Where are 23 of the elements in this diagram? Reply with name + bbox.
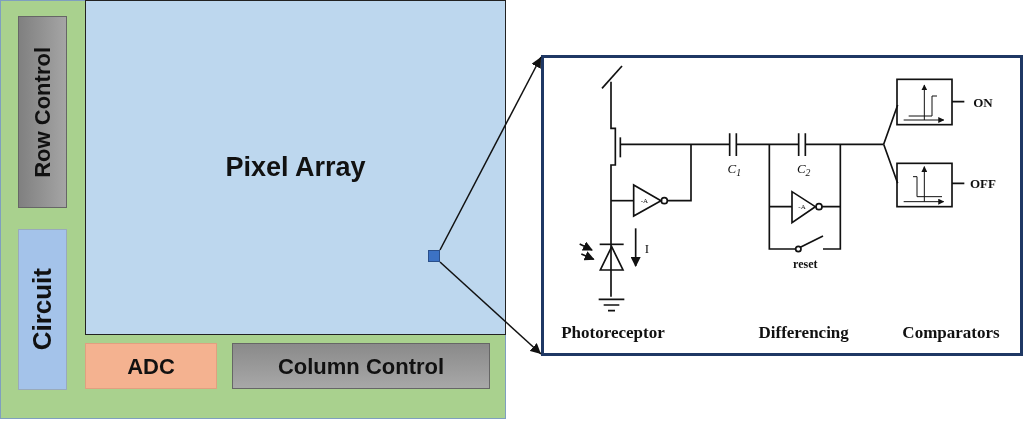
block-label: Row Control xyxy=(29,46,56,178)
circuit-block xyxy=(18,229,67,390)
block-label: ADC xyxy=(127,352,175,381)
circuit-label: C$_{1}$ xyxy=(727,161,742,175)
circuit-label: Photoreceptor xyxy=(561,323,665,341)
adc-block xyxy=(85,343,217,389)
arrow xyxy=(439,261,542,355)
pixel-square xyxy=(428,250,440,262)
circuit-label: I xyxy=(644,241,650,255)
circuit-label: C$_{2}$ xyxy=(796,161,811,175)
circuit-label: Differencing xyxy=(758,323,849,341)
block-label: Pixel Array xyxy=(225,151,366,185)
column-control-block xyxy=(232,343,490,389)
block-label: Column Control xyxy=(277,352,445,381)
circuit-label: OFF xyxy=(970,176,996,190)
row-control-block xyxy=(18,16,67,208)
circuit-label: reset xyxy=(793,258,818,270)
circuit-label: ON xyxy=(973,95,993,109)
block-label: Circuit xyxy=(26,268,58,351)
pixel-circuit-panel xyxy=(541,55,1023,356)
pixel-array-block xyxy=(85,0,506,335)
circuit-label: Comparators xyxy=(902,323,1000,341)
arrow xyxy=(439,56,542,251)
